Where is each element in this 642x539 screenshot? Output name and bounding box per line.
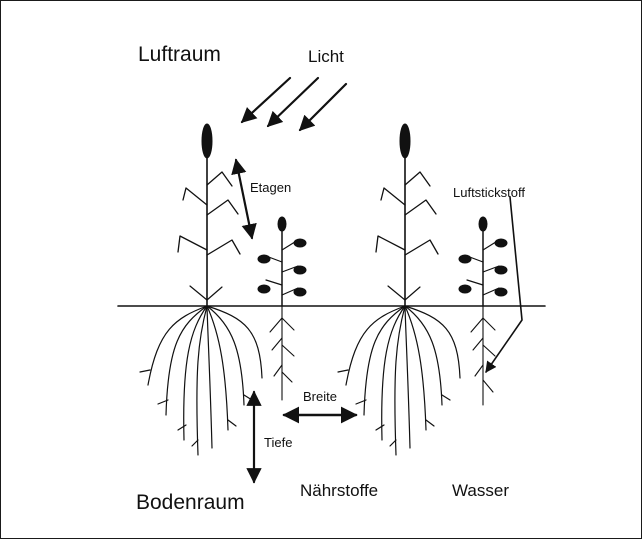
tiers-label: Etagen — [250, 181, 291, 194]
light-arrows — [242, 78, 346, 130]
depth-label: Tiefe — [264, 436, 292, 449]
legume-plant-right — [459, 217, 507, 306]
legume-roots-right — [471, 306, 495, 405]
tall-plant-right — [376, 124, 438, 306]
tiers-arrow — [236, 160, 252, 238]
width-label: Breite — [303, 390, 337, 403]
water-label: Wasser — [452, 482, 509, 499]
roots-left — [140, 306, 262, 455]
roots-right — [338, 306, 460, 455]
airspace-label: Luftraum — [138, 44, 221, 65]
soil-space-label: Bodenraum — [136, 492, 245, 513]
legume-plant-left — [258, 217, 306, 306]
air-nitrogen-label: Luftstickstoff — [453, 186, 525, 199]
tall-plant-left — [178, 124, 240, 306]
light-label: Licht — [308, 48, 344, 65]
air-nitrogen-arrow — [486, 197, 522, 372]
nutrients-label: Nährstoffe — [300, 482, 378, 499]
legume-roots-left — [270, 306, 294, 400]
